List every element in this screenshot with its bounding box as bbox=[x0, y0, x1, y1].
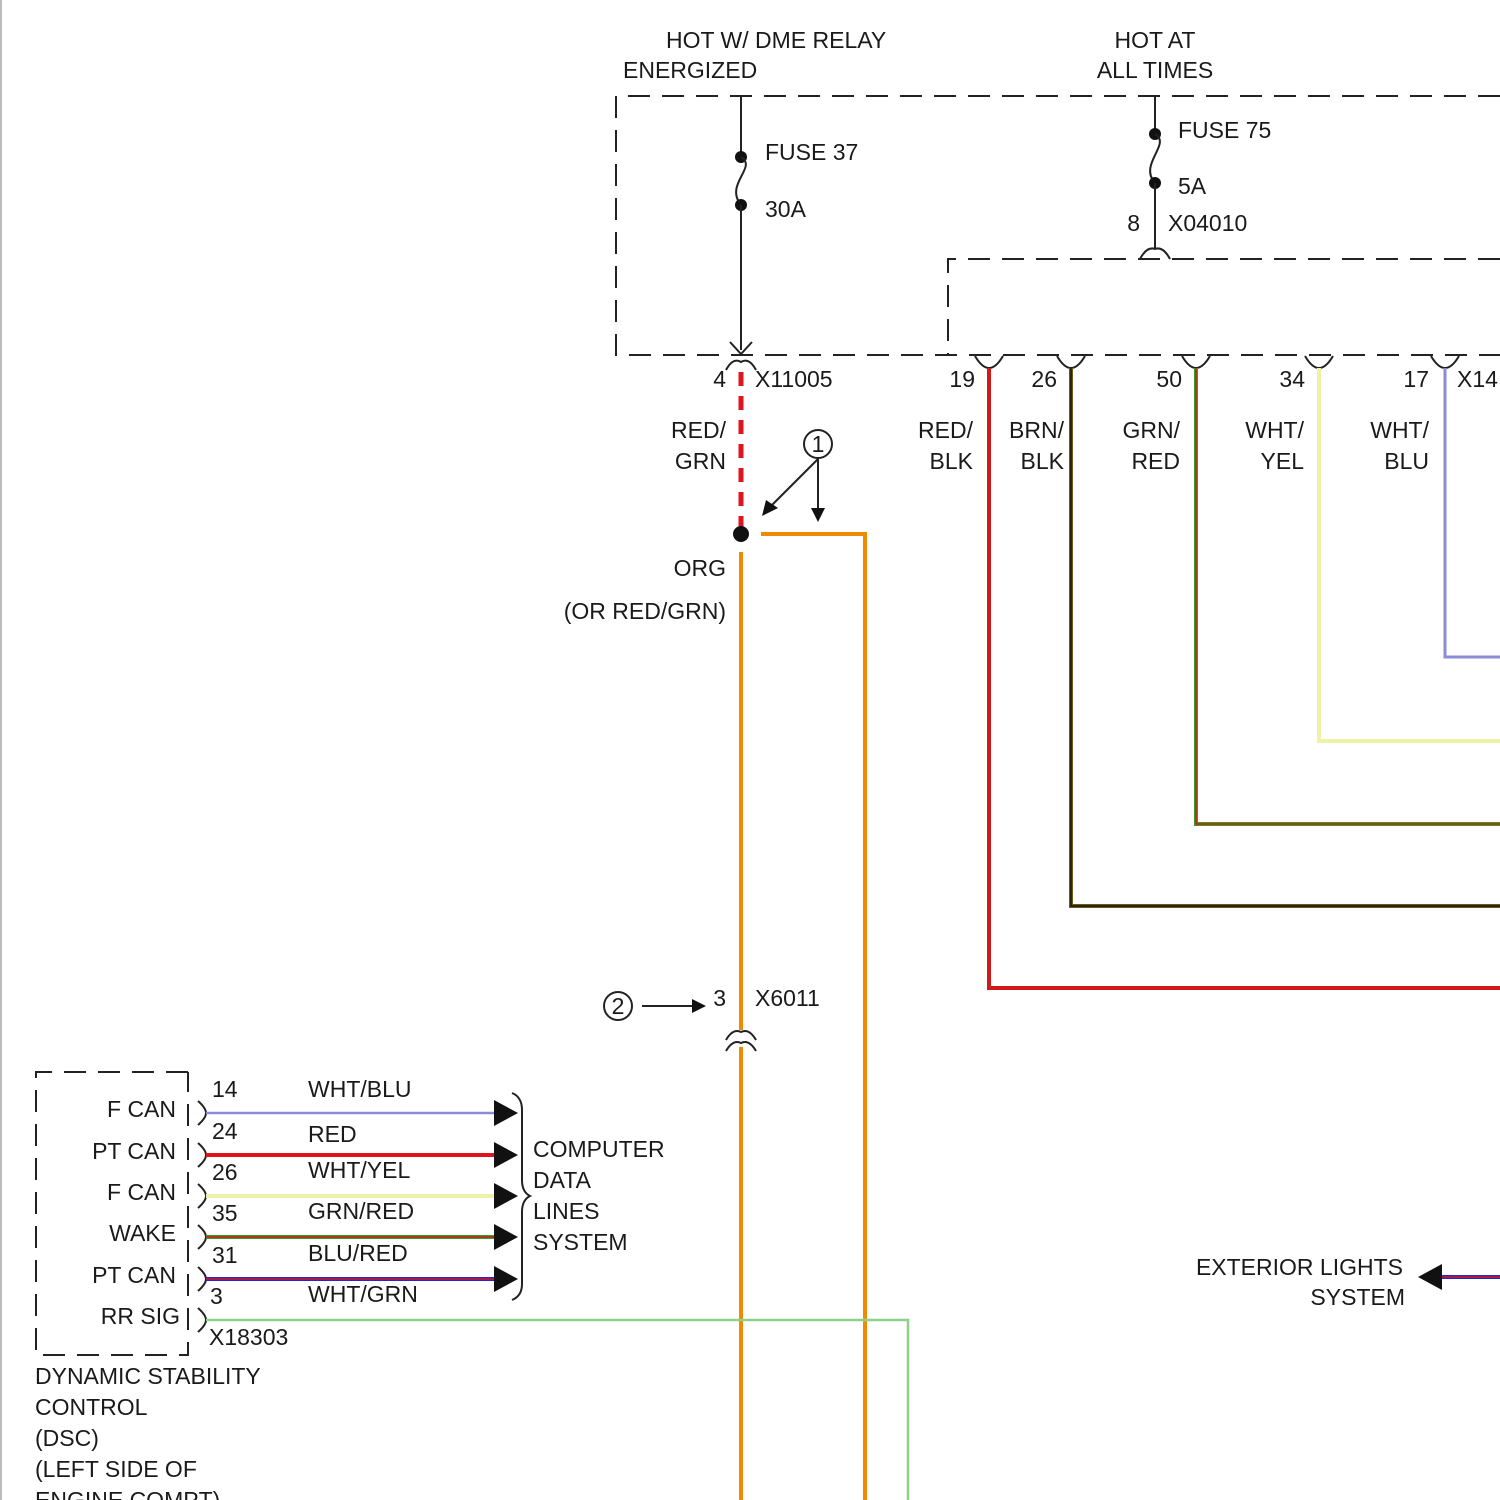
exterior-lights-2: SYSTEM bbox=[1310, 1284, 1405, 1310]
pin-mark-50 bbox=[1182, 356, 1210, 368]
dsc-title-3: (DSC) bbox=[35, 1425, 99, 1451]
x6011-pin: 3 bbox=[713, 985, 726, 1011]
fuse-75-connector: X04010 bbox=[1168, 210, 1247, 236]
wire-wht-blu bbox=[1445, 368, 1500, 657]
dsc-pin-3: 35 bbox=[212, 1200, 238, 1226]
fuse-37-label: FUSE 37 bbox=[765, 139, 858, 165]
fuse-75 bbox=[1140, 96, 1170, 259]
dsc-pin-1: 24 bbox=[212, 1118, 238, 1144]
module-inner-boundary bbox=[948, 259, 1500, 355]
dsc-signal-label-4: PT CAN bbox=[92, 1262, 176, 1288]
pin-label-26: 26 bbox=[1031, 366, 1057, 392]
dsc-title-1: DYNAMIC STABILITY bbox=[35, 1363, 261, 1389]
data-line-arrowheads bbox=[494, 1100, 518, 1292]
dsc-wire-label-0: WHT/BLU bbox=[308, 1076, 412, 1102]
wire-grn-red bbox=[1196, 368, 1500, 824]
wire-label-grn-red-2: RED bbox=[1131, 448, 1180, 474]
callout-2-number: 2 bbox=[612, 993, 625, 1019]
dsc-connector-label: X18303 bbox=[209, 1324, 288, 1350]
pin-label-50: 50 bbox=[1156, 366, 1182, 392]
dsc-wire-wht-grn bbox=[206, 1320, 908, 1500]
fuse-37 bbox=[730, 96, 752, 354]
computer-data-lines-2: DATA bbox=[533, 1167, 592, 1193]
pin-mark-26 bbox=[1057, 356, 1085, 368]
wire-label-red-blk-2: BLK bbox=[930, 448, 974, 474]
pin-mark-19 bbox=[975, 356, 1003, 368]
fuse-37-rating: 30A bbox=[765, 196, 807, 222]
fuse-75-rating: 5A bbox=[1178, 173, 1207, 199]
dsc-signal-label-1: PT CAN bbox=[92, 1138, 176, 1164]
dsc-wire-label-5: WHT/GRN bbox=[308, 1281, 418, 1307]
dsc-wire-label-2: WHT/YEL bbox=[308, 1157, 410, 1183]
wire-label-brn-blk-1: BRN/ bbox=[1009, 417, 1065, 443]
computer-data-lines-3: LINES bbox=[533, 1198, 599, 1224]
callout-2-arrow bbox=[642, 999, 706, 1013]
pin-label-17: 17 bbox=[1403, 366, 1429, 392]
splice-color-label: ORG bbox=[674, 555, 726, 581]
wire-label-wht-blu-1: WHT/ bbox=[1370, 417, 1429, 443]
dsc-signal-label-5: RR SIG bbox=[101, 1303, 180, 1329]
connector-x14-cut-label: X14 bbox=[1457, 366, 1498, 392]
callout-1-number: 1 bbox=[812, 431, 825, 457]
wire-label-wht-yel-2: YEL bbox=[1261, 448, 1305, 474]
fuse-box-boundary bbox=[616, 96, 1500, 355]
wire-label-brn-blk-2: BLK bbox=[1021, 448, 1065, 474]
exterior-lights-arrowhead bbox=[1418, 1264, 1442, 1290]
dsc-title-4: (LEFT SIDE OF bbox=[35, 1456, 197, 1482]
wire-label-wht-blu-2: BLU bbox=[1384, 448, 1429, 474]
pin-mark-34 bbox=[1305, 356, 1333, 368]
pin-label-19: 19 bbox=[949, 366, 975, 392]
pin-mark-4 bbox=[726, 361, 756, 370]
dme-relay-label-line1: HOT W/ DME RELAY bbox=[666, 27, 886, 53]
dsc-pin-5: 3 bbox=[210, 1283, 223, 1309]
pin-label-4: 4 bbox=[713, 366, 726, 392]
connector-x11005-label: X11005 bbox=[755, 366, 833, 392]
dsc-title-2: CONTROL bbox=[35, 1394, 148, 1420]
dsc-wire-label-1: RED bbox=[308, 1121, 357, 1147]
fuse-75-pin: 8 bbox=[1127, 210, 1140, 236]
dsc-wire-label-3: GRN/RED bbox=[308, 1198, 414, 1224]
computer-data-lines-1: COMPUTER bbox=[533, 1136, 665, 1162]
wire-label-wht-yel-1: WHT/ bbox=[1245, 417, 1304, 443]
dsc-pin-0: 14 bbox=[212, 1076, 238, 1102]
dsc-pin-4: 31 bbox=[212, 1242, 238, 1268]
hot-all-times-line2: ALL TIMES bbox=[1097, 57, 1213, 83]
splice-alt-label: (OR RED/GRN) bbox=[564, 598, 726, 624]
dsc-pin-marks bbox=[198, 1101, 206, 1332]
dsc-wire-label-4: BLU/RED bbox=[308, 1240, 408, 1266]
dme-relay-label-line2: ENERGIZED bbox=[623, 57, 757, 83]
callout-1-arrows bbox=[762, 459, 825, 522]
wire-label-grn-red-1: GRN/ bbox=[1123, 417, 1181, 443]
pin-label-34: 34 bbox=[1279, 366, 1305, 392]
computer-data-lines-4: SYSTEM bbox=[533, 1229, 628, 1255]
dsc-signal-label-2: F CAN bbox=[107, 1179, 176, 1205]
dsc-pin-2: 26 bbox=[212, 1159, 238, 1185]
fuse-75-label: FUSE 75 bbox=[1178, 117, 1271, 143]
dsc-title-5: ENGINE COMPT) bbox=[35, 1487, 220, 1500]
wire-label-red-grn-1: RED/ bbox=[671, 417, 727, 443]
wire-org-branch bbox=[761, 534, 865, 1500]
exterior-lights-1: EXTERIOR LIGHTS bbox=[1196, 1254, 1403, 1280]
hot-all-times-line1: HOT AT bbox=[1115, 27, 1196, 53]
dsc-signal-label-0: F CAN bbox=[107, 1096, 176, 1122]
x6011-label: X6011 bbox=[755, 985, 820, 1011]
wire-label-red-blk-1: RED/ bbox=[918, 417, 974, 443]
pin-mark-17 bbox=[1431, 356, 1459, 368]
dsc-signal-label-3: WAKE bbox=[109, 1220, 176, 1246]
wire-label-red-grn-2: GRN bbox=[675, 448, 726, 474]
splice-dot bbox=[733, 526, 749, 542]
